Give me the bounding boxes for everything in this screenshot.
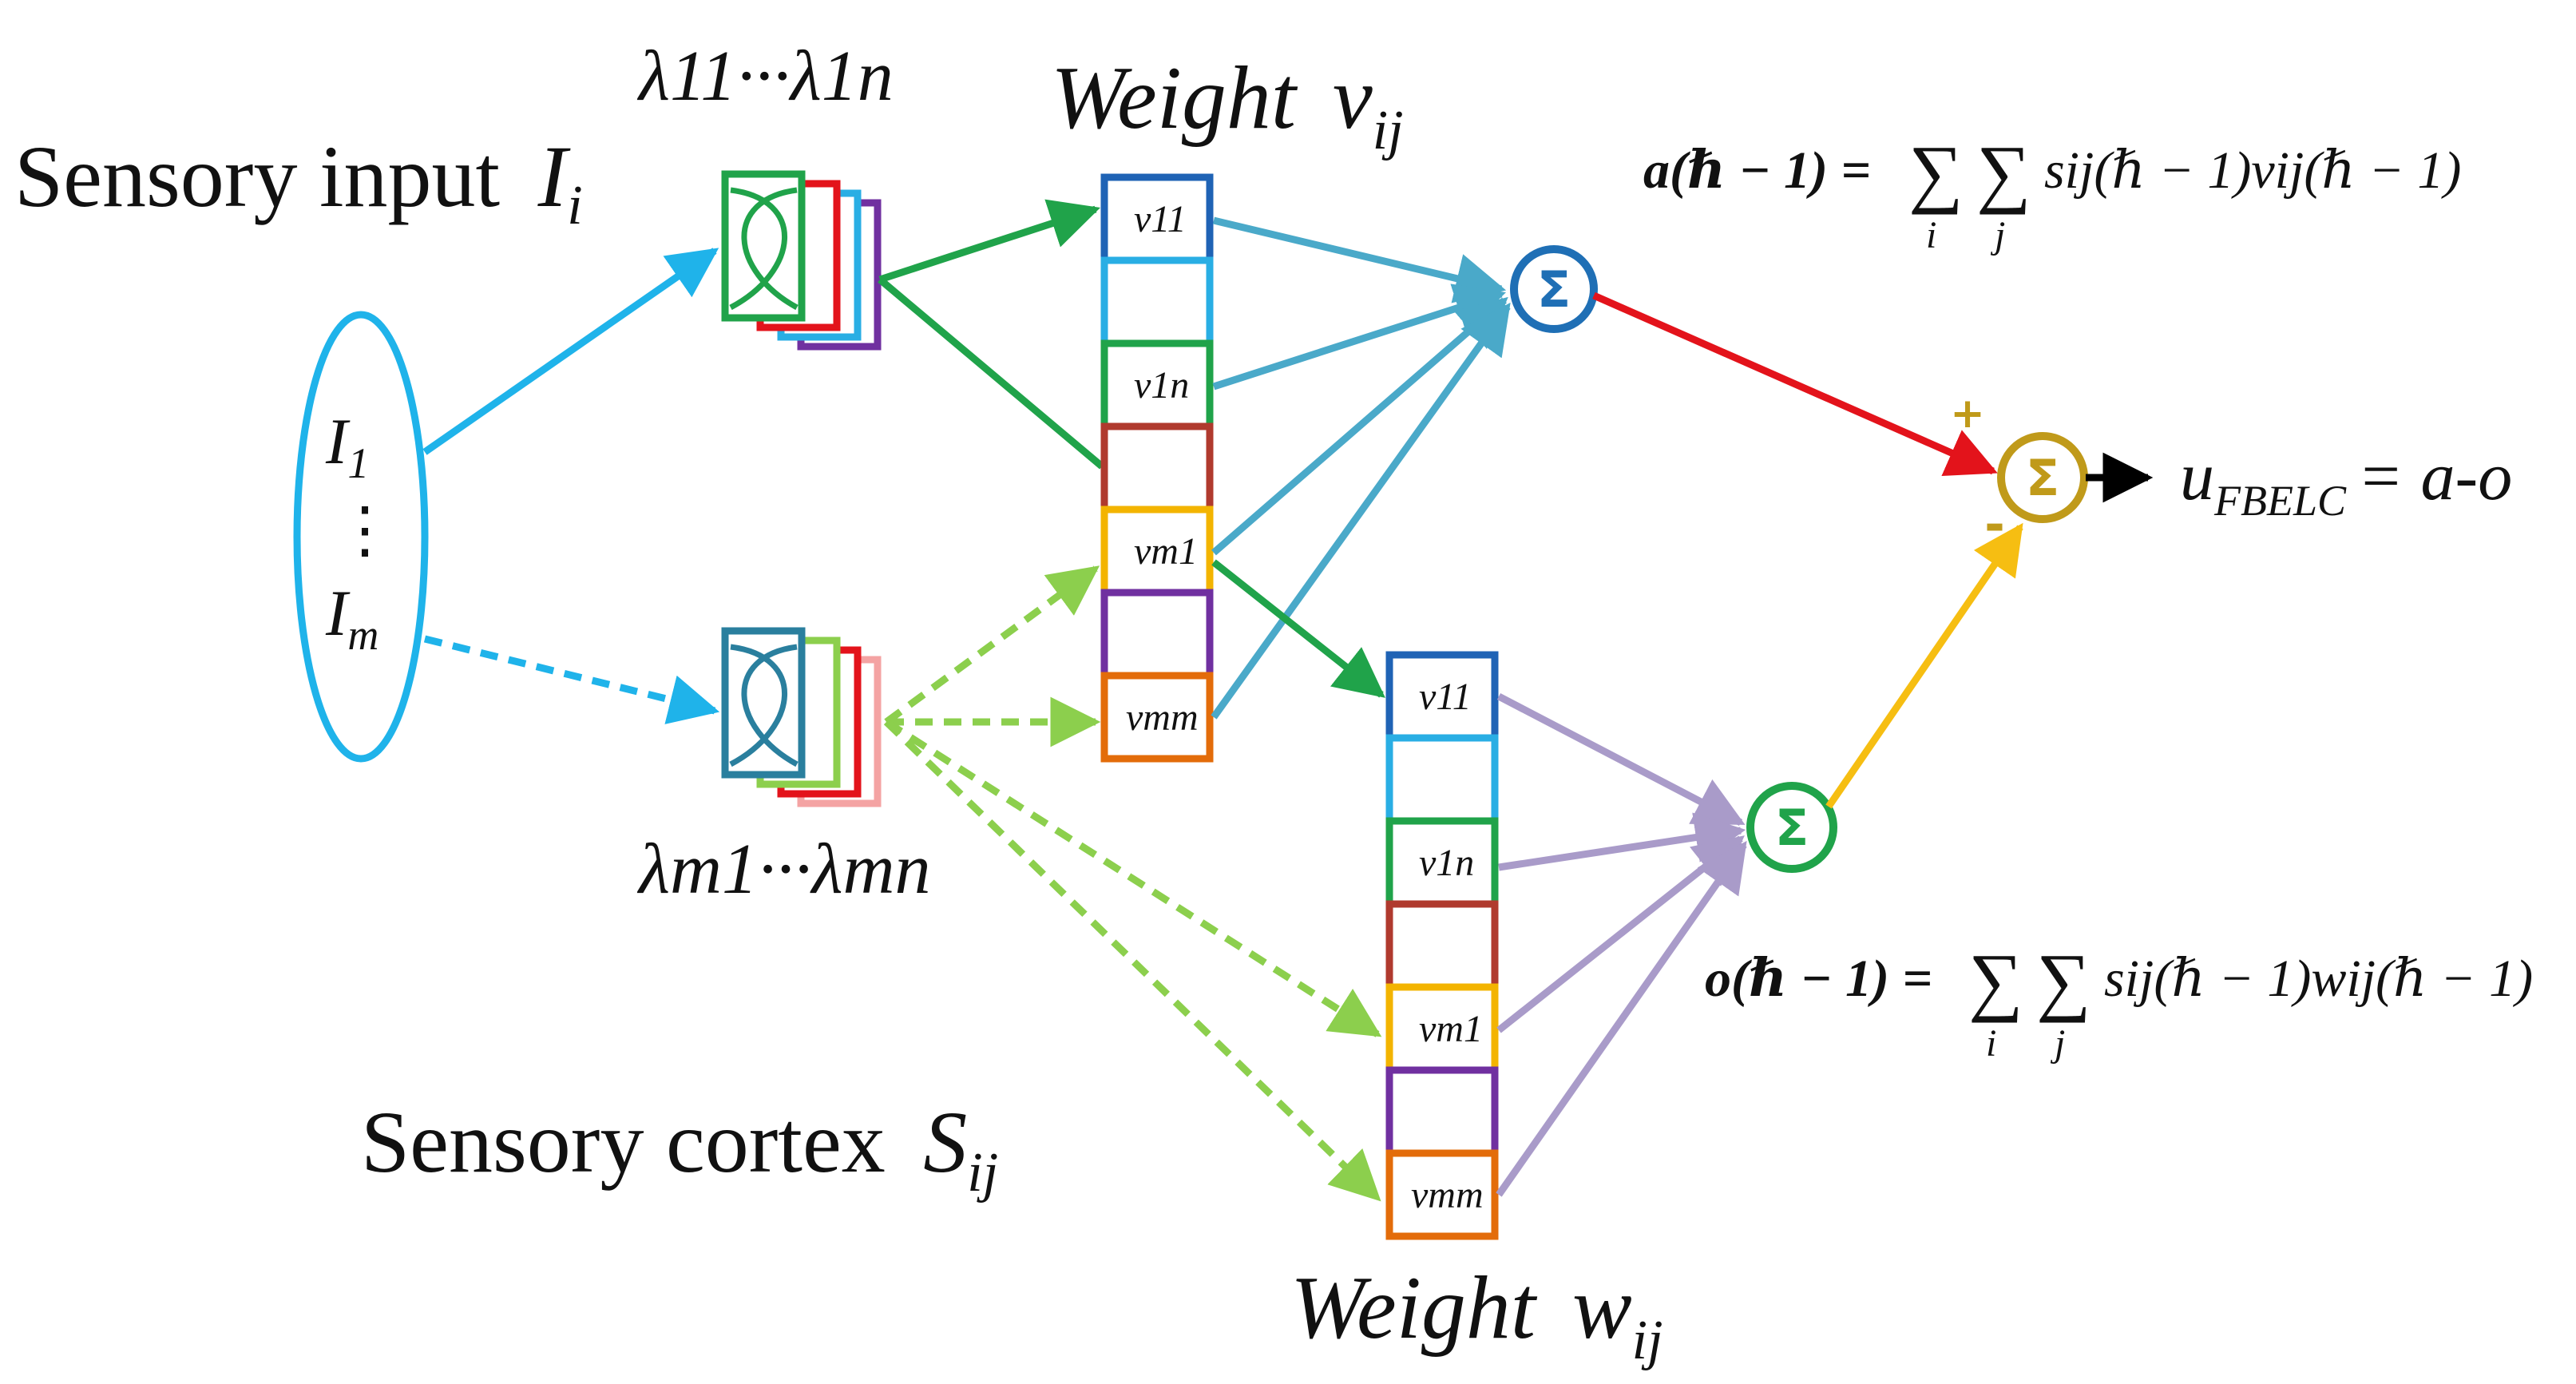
filter-bottom-to-wm1-arrow: [884, 719, 1382, 1037]
input-first-label: I1: [325, 405, 369, 487]
filter-top-to-v11-arrow: [878, 199, 1100, 284]
sensory-input-label: Sensory input Ii: [14, 128, 583, 236]
plus-sign: +: [1950, 390, 1985, 438]
sensory-cortex-label: Sensory cortex Sij: [361, 1093, 998, 1204]
svg-text:Σ: Σ: [1537, 260, 1571, 319]
sum-node-a: Σ: [1510, 245, 1598, 333]
lambda-bottom-label: λm1···λmn: [636, 830, 930, 909]
svg-text:vmm: vmm: [1126, 696, 1199, 739]
weight-w-cell: vmm: [1385, 1149, 1499, 1240]
input-to-filter-bottom-arrow: [423, 635, 720, 724]
sum-node-o: Σ: [1746, 782, 1837, 873]
svg-text:Σ: Σ: [1775, 799, 1809, 857]
input-last-label: Im: [325, 577, 378, 659]
equation-o: o(ℏ − 1) = ∑ ∑ i j sij(ℏ − 1)wij(ℏ − 1): [1705, 938, 2533, 1065]
filter-bottom-to-vm1-arrow: [884, 565, 1100, 725]
minus-sign: -: [1984, 495, 2005, 553]
sum-index-j: j: [2050, 1022, 2065, 1065]
filter-bank-bottom: [721, 627, 882, 807]
weight-w-cell: v11: [1385, 651, 1499, 742]
equation-a-lhs: a(ℏ − 1) =: [1643, 141, 1871, 200]
weight-w-cell: [1385, 1066, 1499, 1157]
weight-v-cell: v1n: [1100, 339, 1214, 430]
sum-index-i: i: [1926, 214, 1936, 256]
filter-top-to-v-lower-line: [878, 276, 1104, 470]
equation-a-rhs: sij(ℏ − 1)vij(ℏ − 1): [2044, 141, 2461, 200]
filter-top-front: [721, 170, 806, 322]
sum-symbol: ∑: [1976, 129, 2031, 215]
sum-o-to-output-arrow: [1825, 522, 2023, 809]
input-ellipse: [293, 311, 429, 763]
input-dots: ⋮: [334, 495, 396, 565]
weight-column-v: v11 v1n vm1 vmm: [1100, 173, 1214, 763]
svg-text:v11: v11: [1134, 198, 1187, 240]
w11-to-sum-o-arrow: [1496, 693, 1746, 826]
wmm-to-sum-o-arrow: [1496, 840, 1747, 1197]
svg-text:Σ: Σ: [2026, 449, 2059, 507]
output-label: uFBELC= a-o: [2180, 438, 2512, 525]
weight-w-cell: [1385, 734, 1499, 825]
v11-to-sum-a-arrow: [1212, 216, 1507, 303]
weight-w-cell: vm1: [1385, 983, 1499, 1074]
weight-v-cell: v11: [1100, 173, 1214, 264]
v1n-to-sum-a-arrow: [1212, 284, 1506, 391]
weight-w-cell: [1385, 900, 1499, 991]
svg-text:v1n: v1n: [1419, 842, 1474, 884]
weight-v-cell: vmm: [1100, 672, 1214, 763]
equation-o-lhs: o(ℏ − 1) =: [1705, 950, 1932, 1008]
weight-v-cell: vm1: [1100, 506, 1214, 597]
sum-symbol: ∑: [2036, 938, 2091, 1023]
vmm-to-sum-a-arrow: [1211, 302, 1511, 720]
filter-bank-top: [721, 170, 882, 351]
weight-w-cell: v1n: [1385, 817, 1499, 908]
vm1-to-w11-arrow: [1211, 559, 1385, 698]
lambda-top-label: λ11···λ1n: [636, 37, 894, 116]
equation-o-rhs: sij(ℏ − 1)wij(ℏ − 1): [2104, 950, 2533, 1008]
svg-text:v11: v11: [1419, 676, 1472, 718]
weight-v-cell: [1100, 422, 1214, 514]
sum-symbol: ∑: [1908, 129, 1963, 215]
weight-w-label: Weight wij: [1290, 1259, 1663, 1371]
vm1-to-sum-a-arrow: [1211, 296, 1508, 556]
svg-text:vm1: vm1: [1419, 1008, 1483, 1050]
weight-v-label: Weight vij: [1051, 49, 1404, 161]
sum-index-i: i: [1986, 1022, 1996, 1065]
input-to-filter-top-arrow: [422, 248, 719, 455]
weight-column-w: v11 v1n vm1 vmm: [1385, 651, 1499, 1240]
sum-node-output: Σ: [1997, 432, 2088, 523]
sum-a-to-output-arrow: [1592, 291, 1998, 476]
svg-text:vm1: vm1: [1134, 530, 1198, 573]
weight-v-cell: [1100, 256, 1214, 347]
svg-text:v1n: v1n: [1134, 364, 1189, 406]
input-node: I1 ⋮ Im: [293, 311, 429, 763]
weight-v-cell: [1100, 589, 1214, 680]
w1n-to-sum-o-arrow: [1498, 812, 1746, 871]
svg-text:vmm: vmm: [1411, 1174, 1484, 1216]
equation-a: a(ℏ − 1) = ∑ ∑ i j sij(ℏ − 1)vij(ℏ − 1): [1643, 129, 2461, 256]
filter-bottom-front: [721, 627, 806, 779]
sum-symbol: ∑: [1968, 938, 2023, 1023]
sum-index-j: j: [1990, 214, 2005, 256]
